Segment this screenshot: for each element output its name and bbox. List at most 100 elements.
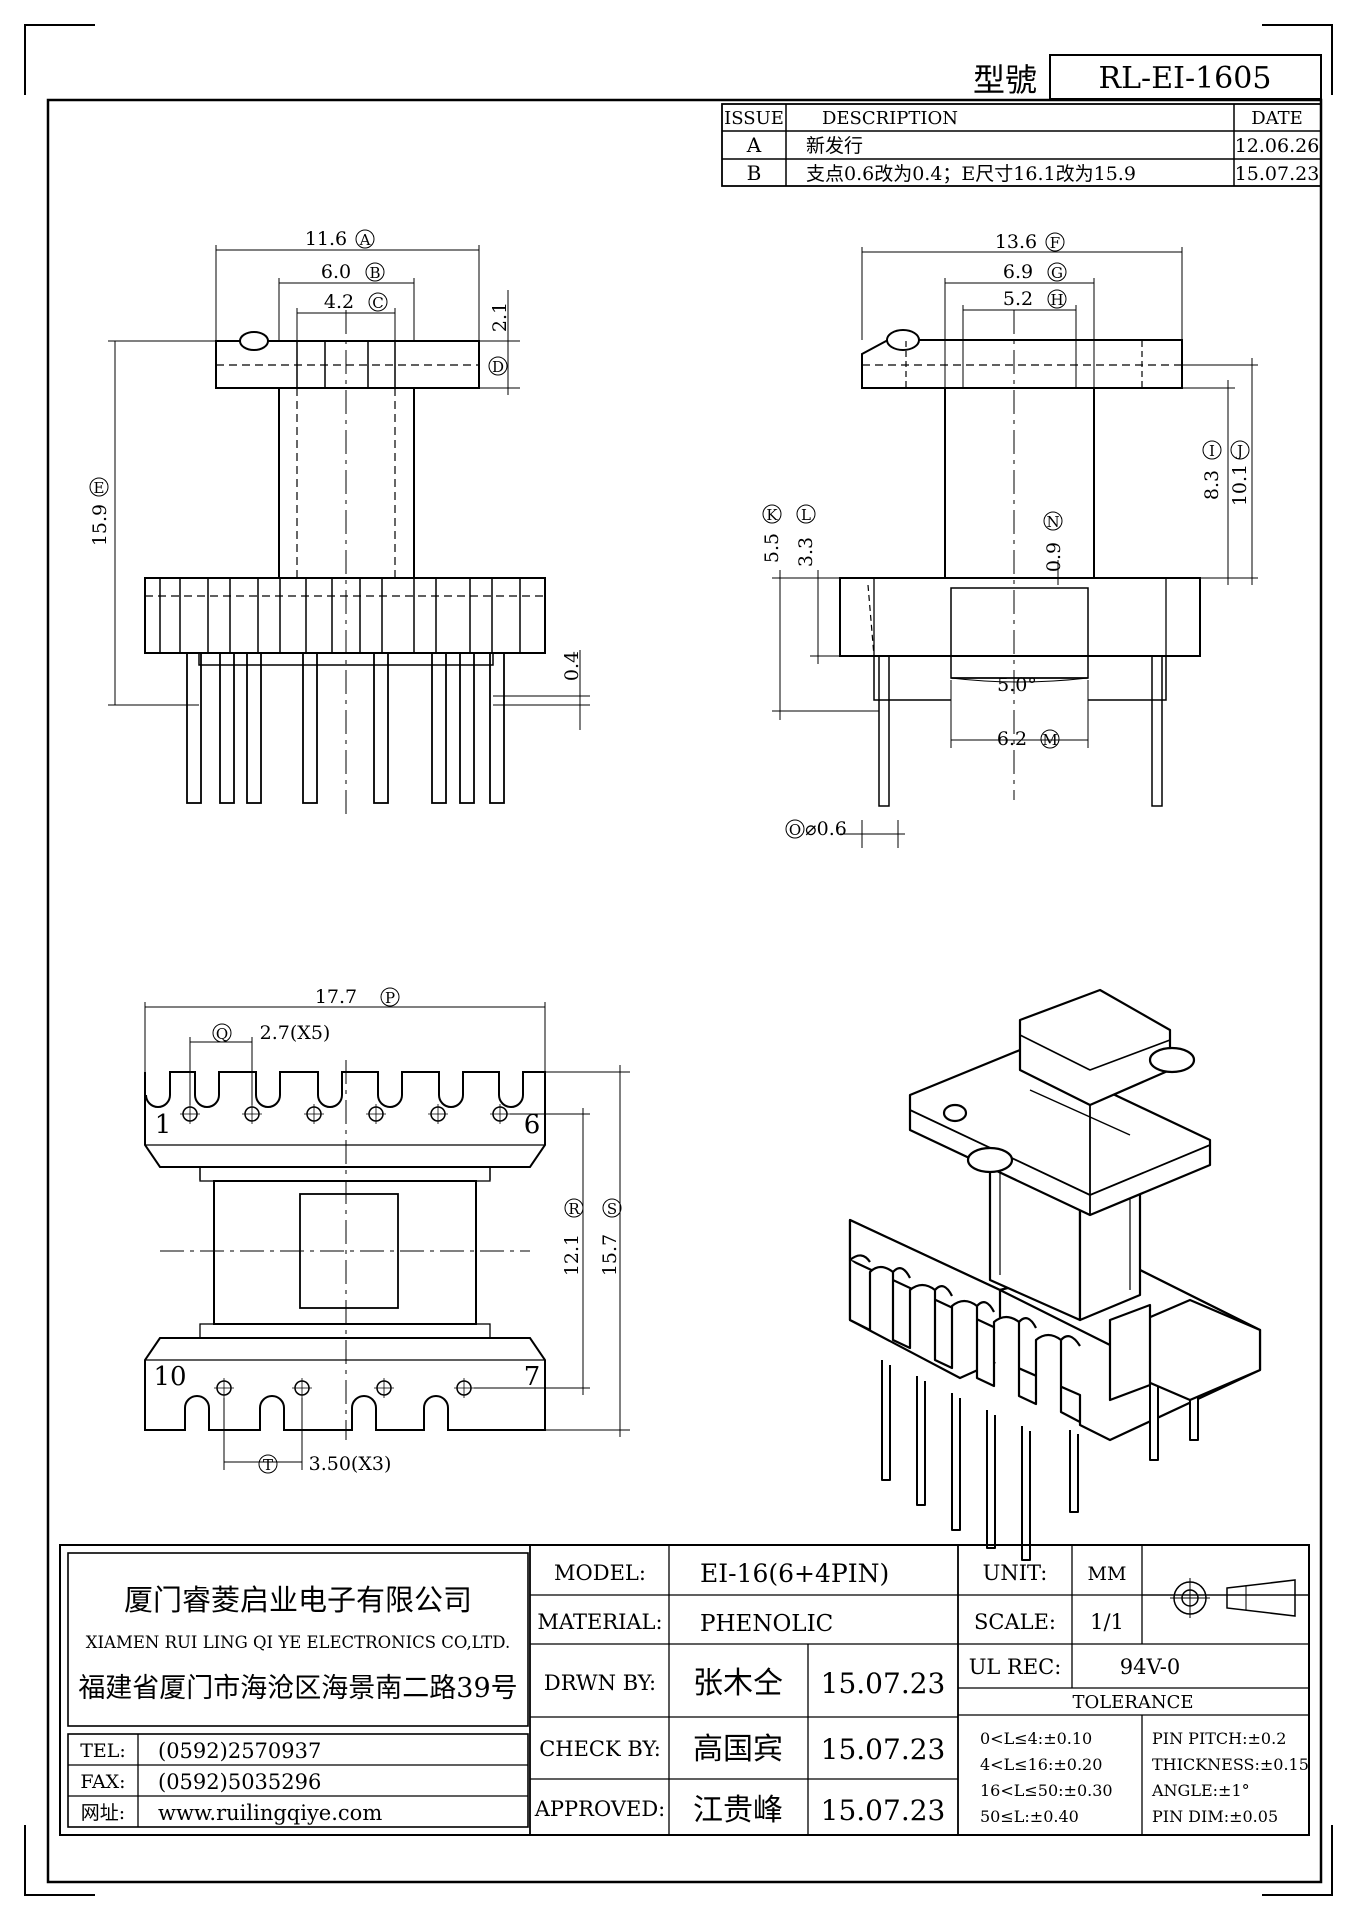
dim-b-value: 6.0 — [321, 261, 351, 283]
pin-label-1: 1 — [155, 1110, 172, 1140]
web-address: www.ruilingqiye.com — [158, 1801, 382, 1825]
tolerance-left-1: 0<L≤4:±0.10 — [980, 1729, 1092, 1748]
tolerance-right-2: THICKNESS:±0.15 — [1152, 1755, 1309, 1774]
rev-header-issue: ISSUE — [724, 108, 784, 129]
dim-k-value: 5.5 — [761, 533, 783, 563]
web-label: 网址: — [81, 1802, 125, 1824]
side-view-labels: 13.6 F 6.9 G 5.2 H I 8.3 J 10.1 K 5.5 L … — [761, 231, 1251, 840]
sheet-border — [46, 98, 1323, 1884]
pin-label-6: 6 — [524, 1110, 541, 1140]
dim-b-letter: B — [369, 264, 380, 282]
side-view — [772, 247, 1258, 848]
dim-j-value: 10.1 — [1229, 464, 1251, 506]
fax-number: (0592)5035296 — [158, 1770, 321, 1794]
dim-k-letter: K — [766, 506, 778, 524]
approved-by: 江贵峰 — [693, 1793, 783, 1828]
scale-value: 1/1 — [1090, 1610, 1124, 1634]
rev-a-desc: 新发行 — [806, 135, 863, 157]
fax-label: FAX: — [80, 1771, 125, 1793]
dim-t-letter: T — [263, 1456, 273, 1474]
pin-label-7: 7 — [524, 1362, 541, 1392]
dim-m-letter: M — [1042, 731, 1057, 749]
drawn-date: 15.07.23 — [821, 1667, 946, 1700]
tolerance-left-3: 16<L≤50:±0.30 — [980, 1781, 1113, 1800]
dim-e-letter: E — [94, 479, 105, 497]
dim-q-value: 2.7(X5) — [260, 1022, 331, 1044]
tolerance-right-3: ANGLE:±1° — [1151, 1781, 1250, 1800]
tolerance-right-1: PIN PITCH:±0.2 — [1152, 1729, 1286, 1748]
drawn-label: DRWN BY: — [544, 1671, 656, 1695]
check-label: CHECK BY: — [539, 1737, 661, 1761]
tolerance-left-2: 4<L≤16:±0.20 — [980, 1755, 1102, 1774]
tolerance-right-4: PIN DIM:±0.05 — [1152, 1807, 1278, 1826]
dim-a-letter: A — [359, 231, 371, 249]
model-value: EI-16(6+4PIN) — [700, 1559, 889, 1588]
rev-b-desc: 支点0.6改为0.4；E尺寸16.1改为15.9 — [806, 163, 1136, 185]
check-date: 15.07.23 — [821, 1733, 946, 1766]
dim-f-value: 13.6 — [995, 231, 1037, 253]
company-address: 福建省厦门市海沧区海景南二路39号 — [78, 1673, 517, 1704]
tolerance-label: TOLERANCE — [1072, 1692, 1193, 1713]
rev-b-issue: B — [747, 161, 762, 185]
dim-c-value: 4.2 — [324, 291, 354, 313]
dim-h-letter: H — [1050, 291, 1063, 309]
unit-value: MM — [1088, 1563, 1127, 1585]
bottom-view — [144, 1002, 630, 1470]
rev-b-date: 15.07.23 — [1235, 163, 1320, 185]
crop-marks — [24, 24, 1333, 1896]
dim-r-value: 12.1 — [561, 1234, 583, 1276]
drawn-by: 张木仝 — [693, 1666, 783, 1701]
rev-header-description: DESCRIPTION — [822, 108, 958, 129]
tel-label: TEL: — [80, 1740, 126, 1762]
unit-label: UNIT: — [983, 1561, 1048, 1585]
dim-g-value: 6.9 — [1003, 261, 1033, 283]
dim-f-letter: F — [1050, 234, 1060, 252]
company-name-en: XIAMEN RUI LING QI YE ELECTRONICS CO,LTD… — [86, 1633, 510, 1652]
projection-symbol — [1170, 1578, 1296, 1618]
pin-label-10: 10 — [153, 1362, 186, 1392]
tolerance-left-4: 50≤L:±0.40 — [980, 1807, 1079, 1826]
dim-a-value: 11.6 — [305, 228, 347, 250]
ul-value: 94V-0 — [1120, 1655, 1180, 1679]
dim-s-letter: S — [607, 1200, 617, 1218]
dim-q-letter: Q — [216, 1025, 228, 1043]
model-no-box — [1049, 54, 1322, 100]
tel-number: (0592)2570937 — [158, 1739, 321, 1763]
title-block-text: 厦门睿菱启业电子有限公司 XIAMEN RUI LING QI YE ELECT… — [78, 1559, 1309, 1828]
dim-l-letter: L — [801, 506, 811, 524]
dim-n-letter: N — [1046, 513, 1059, 531]
model-no: RL-EI-1605 — [1099, 61, 1272, 96]
front-view — [108, 245, 590, 820]
dim-d-letter: D — [492, 358, 504, 376]
scale-label: SCALE: — [974, 1610, 1056, 1634]
rev-a-issue: A — [746, 133, 762, 157]
dim-i-letter: I — [1209, 442, 1215, 460]
dim-t-value: 3.50(X3) — [309, 1453, 392, 1475]
ul-label: UL REC: — [969, 1655, 1062, 1679]
dim-2-1-value: 2.1 — [489, 302, 511, 332]
title-block — [59, 1544, 1310, 1836]
dim-j-letter: J — [1235, 442, 1243, 460]
dim-i-value: 8.3 — [1201, 470, 1223, 500]
dim-angle-value: 5.0° — [997, 674, 1037, 696]
approved-label: APPROVED: — [534, 1797, 666, 1821]
isometric-view — [848, 988, 1262, 1561]
dim-m-value: 6.2 — [997, 728, 1027, 750]
company-name-cn: 厦门睿菱启业电子有限公司 — [124, 1583, 472, 1617]
revision-table: ISSUE DESCRIPTION DATE A 新发行 12.06.26 B … — [721, 103, 1322, 187]
dim-r-letter: R — [568, 1200, 580, 1218]
dim-h-value: 5.2 — [1003, 288, 1033, 310]
dim-l-value: 3.3 — [795, 537, 817, 567]
dim-e-value: 15.9 — [89, 504, 111, 546]
dim-g-letter: G — [1051, 264, 1063, 282]
dim-n-value: 0.9 — [1043, 542, 1065, 572]
bottom-view-labels: 17.7 P Q 2.7(X5) R 12.1 S 15.7 T 3.50(X3… — [153, 986, 622, 1475]
dim-s-value: 15.7 — [599, 1234, 621, 1276]
approved-date: 15.07.23 — [821, 1794, 946, 1827]
dim-c-letter: C — [372, 294, 383, 312]
dim-pin-offset-value: 0.4 — [561, 651, 583, 681]
material-label: MATERIAL: — [537, 1610, 662, 1634]
rev-a-date: 12.06.26 — [1235, 135, 1320, 157]
